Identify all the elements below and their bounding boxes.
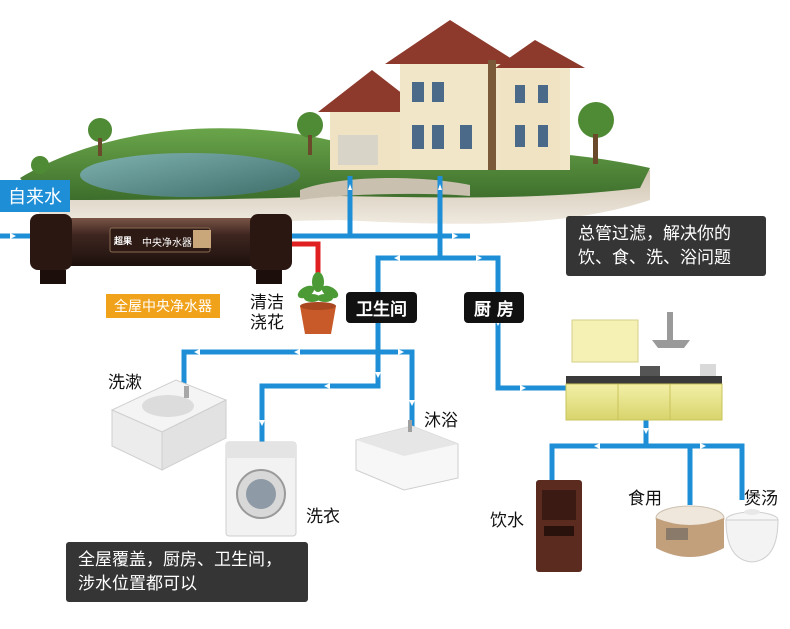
sink-vanity: [110, 379, 228, 471]
purifier-name: 中央净水器: [142, 238, 192, 249]
house: [318, 20, 585, 170]
tap-water-label: 自来水: [0, 180, 70, 212]
water-pipes: [0, 176, 745, 505]
whole-house-purifier-label: 全屋中央净水器: [106, 294, 220, 318]
central-water-purifier: [30, 214, 292, 284]
soup-label: 煲汤: [744, 489, 778, 509]
drinking-water-label: 饮水: [490, 511, 524, 531]
purifier-brand: 超果: [114, 237, 133, 247]
kitchen-cabinet: [565, 312, 723, 421]
main-pipe-note: 总管过滤，解决你的 饮、食、洗、浴问题: [566, 216, 766, 276]
rice-cooker: [655, 505, 725, 557]
laundry-label: 洗衣: [306, 507, 340, 527]
shower-label: 沐浴: [424, 411, 458, 431]
flower-pot: [297, 272, 339, 334]
coverage-note: 全屋覆盖，厨房、卫生间， 涉水位置都可以: [66, 542, 308, 602]
landscape-illustration: [20, 20, 650, 224]
garden-pipe: [288, 241, 321, 278]
washing-machine: [225, 441, 297, 537]
bathtub: [355, 420, 459, 491]
bathroom-label: 卫生间: [346, 292, 417, 323]
cooking-label: 食用: [628, 489, 662, 509]
clean-water-flowers-label: 清洁 浇花: [250, 293, 284, 333]
water-dispenser: [536, 480, 582, 572]
kitchen-label: 厨 房: [464, 292, 524, 323]
soup-pot: [725, 509, 779, 563]
rinse-label: 洗漱: [108, 373, 142, 393]
